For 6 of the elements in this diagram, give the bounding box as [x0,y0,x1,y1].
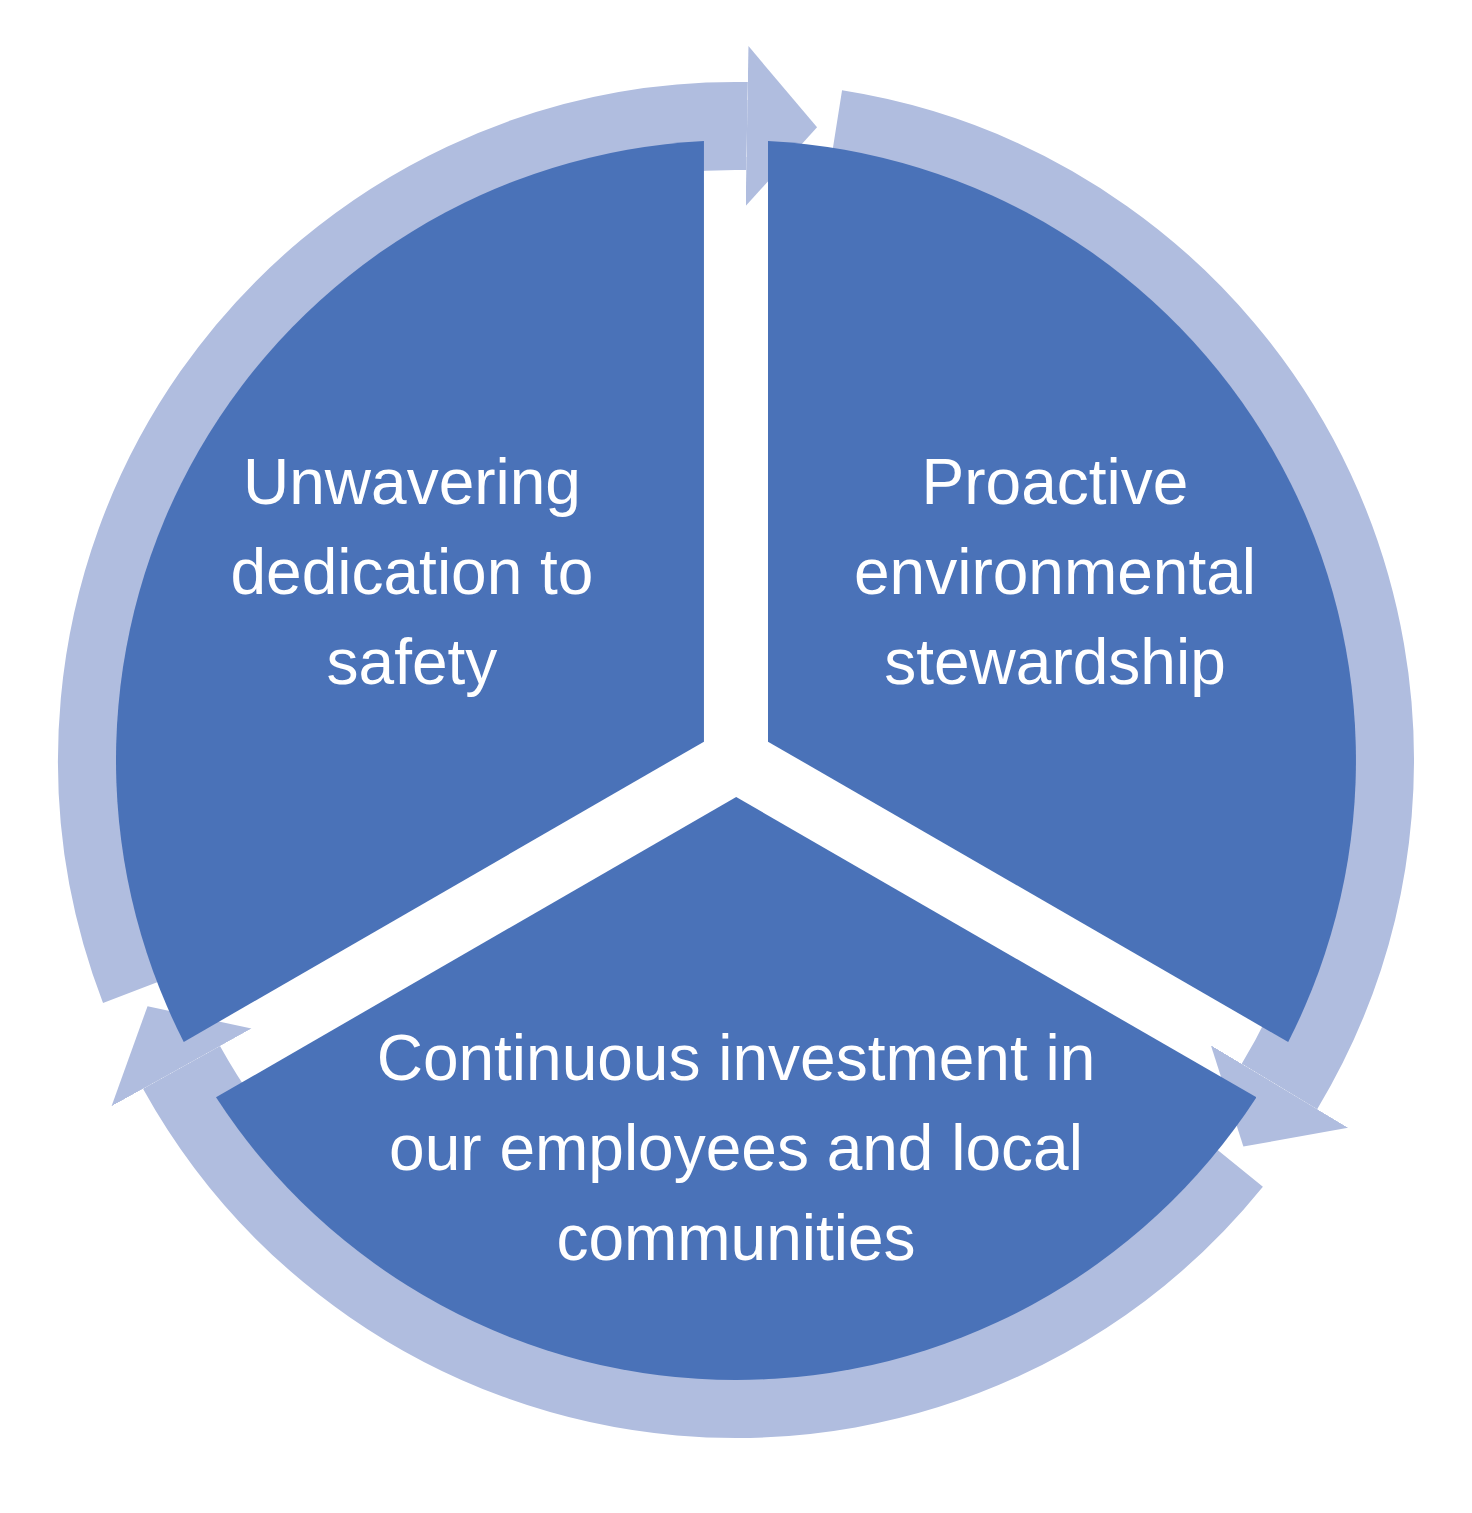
segment-label: Proactive environmental stewardship [853,445,1257,700]
pie-segment [215,797,1257,1380]
segment-label: Unwavering dedication to safety [229,445,595,700]
cycle-arrow [58,46,817,1001]
segment-label: Continuous investment in our employees and local communities [376,1021,1096,1276]
cycle-arrow [114,1008,1262,1438]
